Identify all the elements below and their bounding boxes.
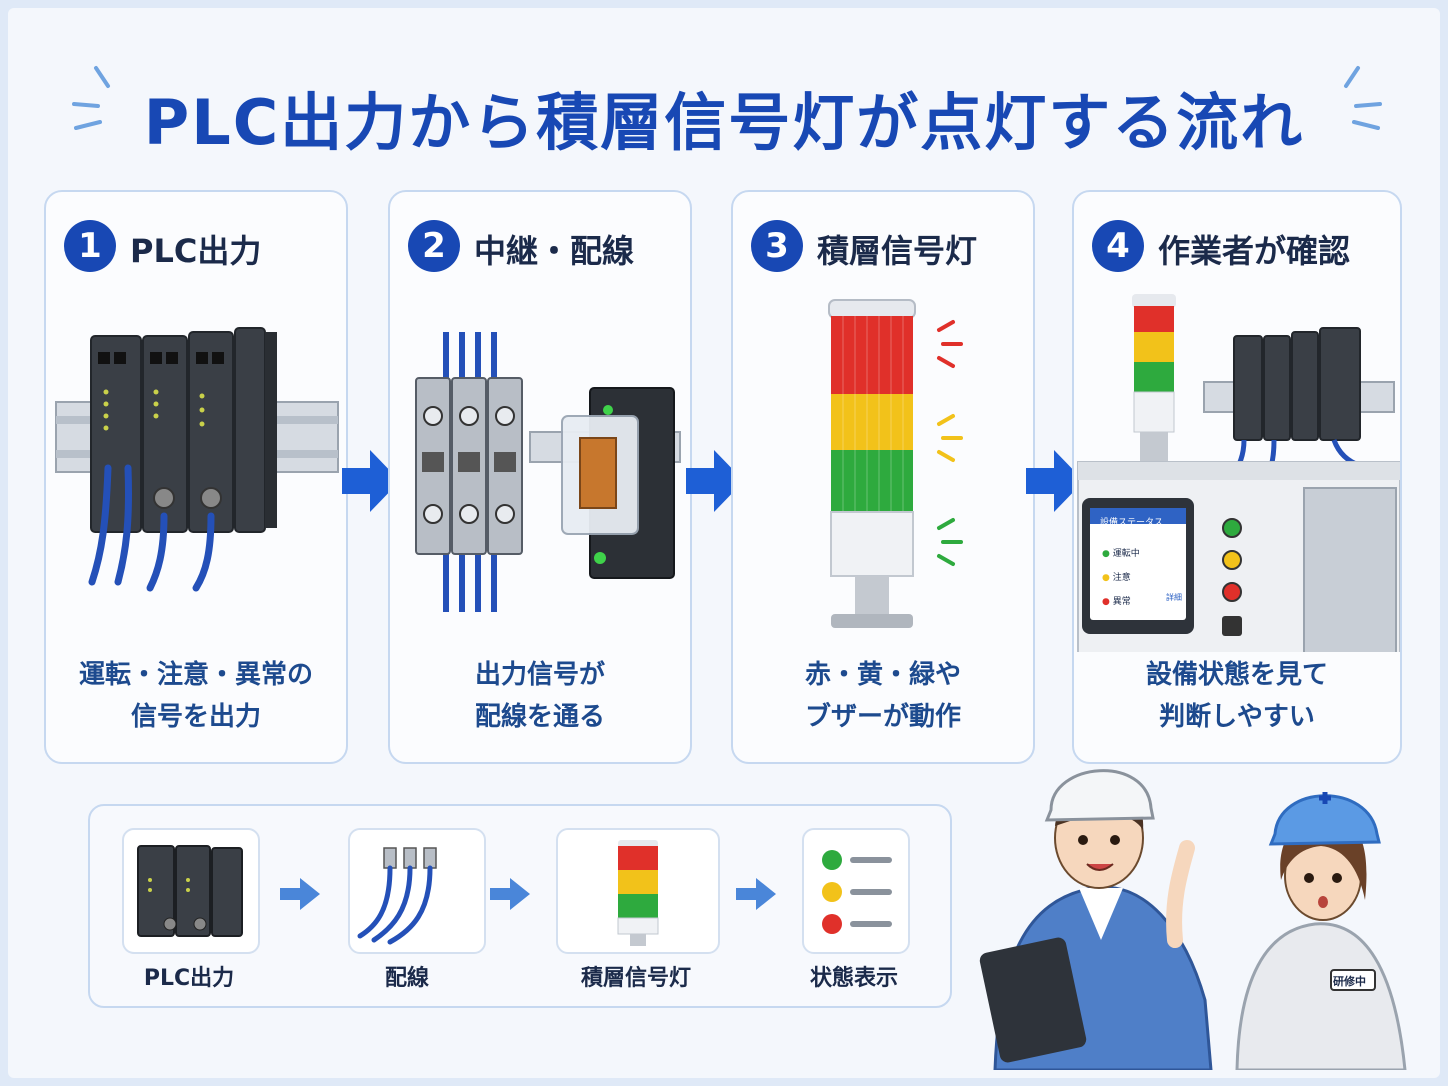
panel-header: 設備ステータス	[1100, 518, 1164, 528]
arrow-right-icon	[280, 878, 320, 910]
step-desc-line: 赤・黄・緑や	[804, 660, 961, 690]
step-number-icon: 3	[751, 220, 803, 272]
arrow-right-icon	[342, 450, 400, 512]
step-desc-line: 設備状態を見て	[1145, 660, 1328, 690]
summary-label: 状態表示	[809, 966, 898, 991]
summary-label: PLC出力	[143, 966, 235, 991]
plc-module-icon	[55, 327, 339, 592]
arrow-right-icon	[736, 878, 776, 910]
arrow-right-icon	[490, 878, 530, 910]
signal-tower-icon	[617, 840, 659, 946]
panel-status-list: ● 運転中 ● 注意 ● 異常	[1102, 542, 1140, 614]
step-description: 運転・注意・異常の 信号を出力	[46, 654, 346, 738]
status-dot-icon: ●	[1102, 573, 1110, 583]
name-badge: 研修中	[1333, 975, 1366, 988]
step-desc-line: ブザーが動作	[804, 702, 961, 732]
step-desc-line: 運転・注意・異常の	[78, 660, 313, 690]
step-title: 作業者が確認	[1158, 232, 1351, 270]
status-dot-icon: ●	[1102, 597, 1110, 607]
summary-tower-box	[556, 828, 720, 954]
title-burst-right-icon	[1344, 66, 1382, 130]
step-title: 積層信号灯	[817, 232, 978, 270]
summary-plc-box	[122, 828, 260, 954]
status-list-icon	[822, 850, 892, 934]
page-title: PLC出力から積層信号灯が点灯する流れ	[143, 86, 1305, 159]
step-title: PLC出力	[130, 232, 262, 270]
step-description: 出力信号が 配線を通る	[390, 654, 690, 738]
panel-status-item: ● 異常	[1102, 590, 1140, 614]
panel-status-label: 運転中	[1112, 549, 1140, 559]
summary-label: 積層信号灯	[580, 966, 691, 991]
machine-illustration	[1077, 294, 1400, 652]
panel-status-label: 異常	[1112, 597, 1131, 607]
summary-status-box	[802, 828, 910, 954]
step-number-icon: 2	[408, 220, 460, 272]
step-card-relay-wiring: 2 中継・配線 出力信号が 配線を通る	[388, 190, 692, 764]
panel-status-label: 注意	[1112, 573, 1131, 583]
panel-detail-button[interactable]: 詳細	[1166, 593, 1182, 602]
panel-status-item: ● 注意	[1102, 566, 1140, 590]
summary-flow: PLC出力 配線 積層信号灯 状態表示	[88, 804, 952, 1008]
step-desc-line: 配線を通る	[474, 702, 605, 732]
step-number-icon: 1	[64, 220, 116, 272]
step-desc-line: 信号を出力	[130, 702, 261, 732]
step-card-operator-check: 4 作業者が確認 設備ステータス ● 運転中 ● 注意 ● 異常 詳細	[1072, 190, 1402, 764]
signal-tower-icon	[828, 299, 963, 628]
plc-module-icon	[137, 845, 243, 937]
step-card-plc-output: 1 PLC出力 運転	[44, 190, 348, 764]
step-desc-line: 出力信号が	[474, 660, 605, 690]
status-dot-icon: ●	[1102, 549, 1110, 559]
workers-illustration	[979, 769, 1407, 1070]
summary-wiring-box	[348, 828, 486, 954]
step-description: 赤・黄・緑や ブザーが動作	[733, 654, 1033, 738]
title-burst-left-icon	[72, 66, 110, 130]
arrow-right-icon	[1026, 450, 1084, 512]
step-card-signal-tower: 3 積層信号灯 赤・黄・緑や ブザーが動作	[731, 190, 1035, 764]
panel-status-item: ● 運転中	[1102, 542, 1140, 566]
step-title: 中継・配線	[474, 232, 635, 270]
relay-icon	[415, 332, 681, 612]
step-description: 設備状態を見て 判断しやすい	[1074, 654, 1400, 738]
arrow-right-icon	[686, 450, 744, 512]
cable-icon	[357, 847, 437, 945]
step-number-icon: 4	[1092, 220, 1144, 272]
step-desc-line: 判断しやすい	[1159, 702, 1315, 732]
summary-label: 配線	[384, 966, 429, 991]
